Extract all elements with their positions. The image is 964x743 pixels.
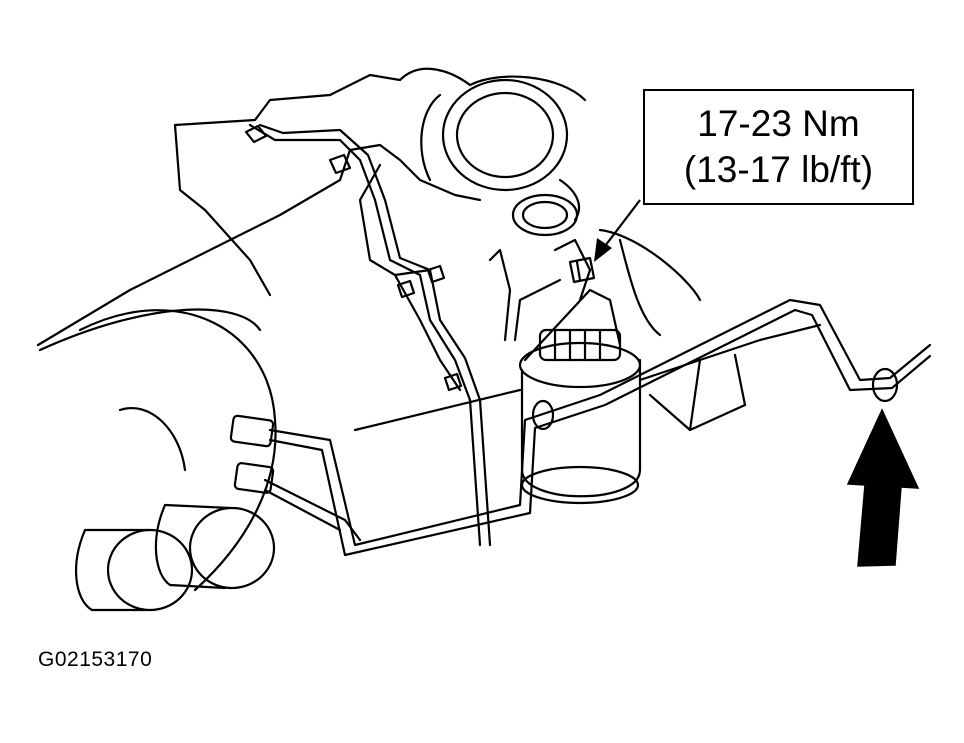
crossmember <box>353 228 822 432</box>
direction-arrow-icon <box>846 408 920 567</box>
torque-nm-label: 17-23 Nm <box>697 103 860 144</box>
line-fittings <box>229 367 899 494</box>
callout-leader-arrow <box>594 199 641 262</box>
figure-id: G02153170 <box>38 648 153 671</box>
fuel-filter <box>488 238 642 505</box>
transmission-boss <box>420 78 581 237</box>
torque-lbft-label: (13-17 lb/ft) <box>683 149 874 190</box>
torque-callout-box: 17-23 Nm (13-17 lb/ft) <box>643 89 914 205</box>
fuel-lines <box>248 123 932 557</box>
transmission-housing <box>36 67 587 592</box>
exhaust-cylinders <box>74 503 276 612</box>
housing-bolts <box>244 124 463 392</box>
bracket-bolt <box>568 256 596 284</box>
